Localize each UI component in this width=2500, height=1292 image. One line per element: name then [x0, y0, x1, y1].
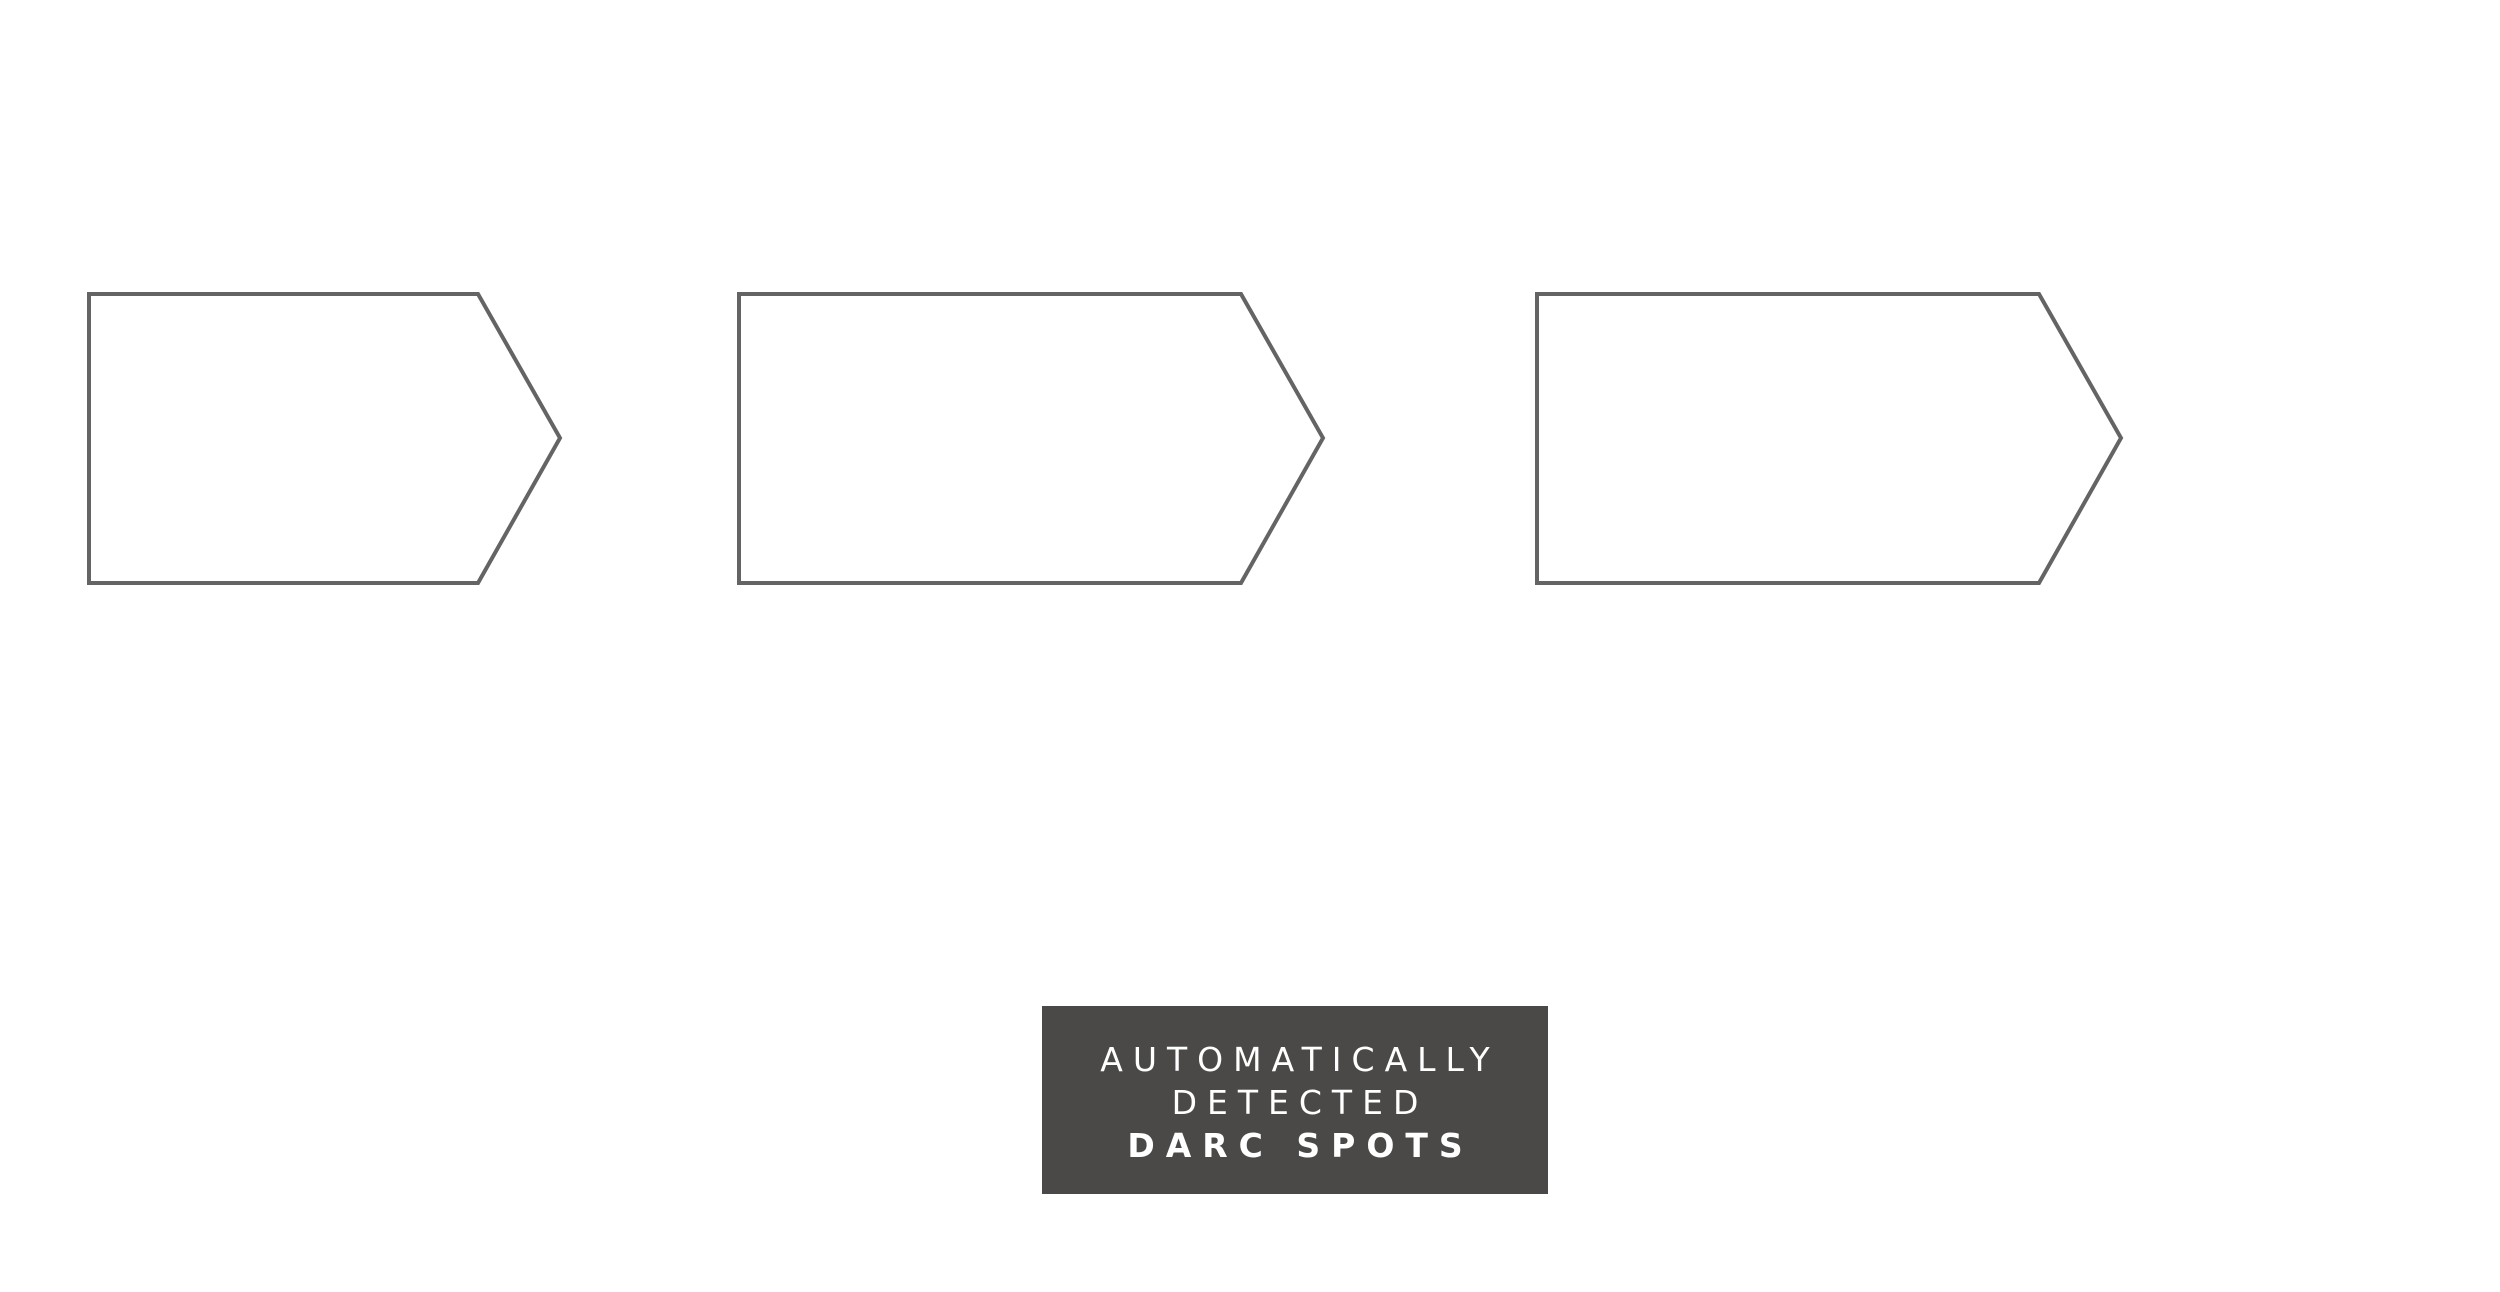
label-line-detected: DETECTED [1171, 1082, 1429, 1122]
label-line-automatically: AUTOMATICALLY [1100, 1039, 1500, 1079]
darc-spots-label-box: AUTOMATICALLY DETECTED DARC SPOTS [1042, 1006, 1548, 1194]
process-step-1 [87, 292, 563, 585]
process-step-3 [1535, 292, 2124, 585]
label-line-darc-spots: DARC SPOTS [1127, 1125, 1474, 1165]
process-step-2 [737, 292, 1326, 585]
